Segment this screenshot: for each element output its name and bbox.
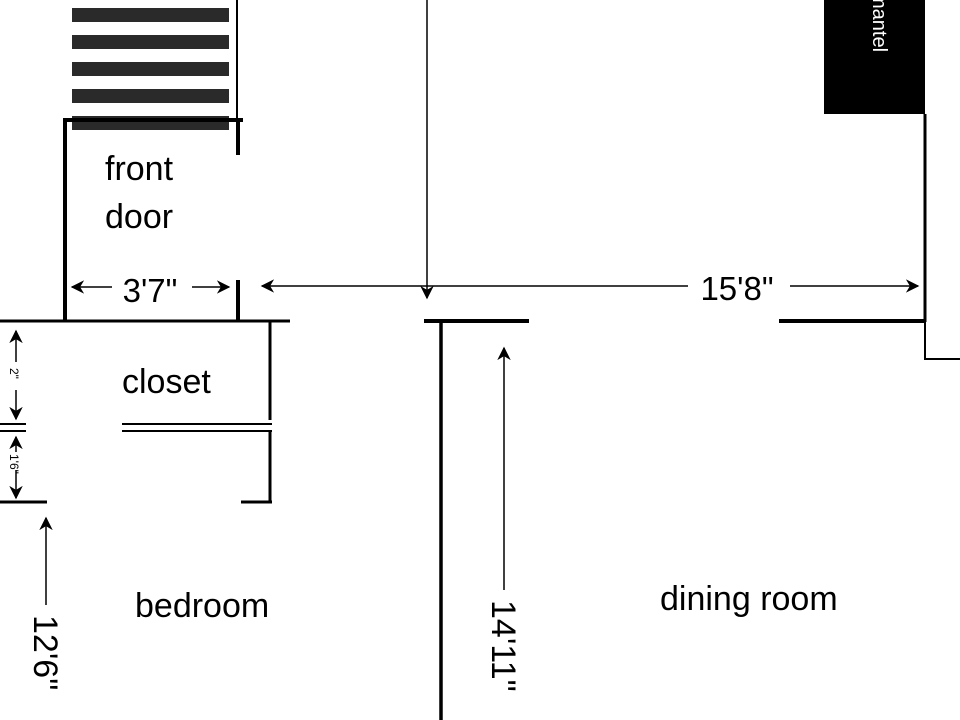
mantel-label: mantel xyxy=(868,0,890,52)
bedroom-depth-label: 12'6" xyxy=(26,615,64,690)
dining-depth-label: 14'11" xyxy=(484,600,522,692)
stairs xyxy=(72,0,238,130)
dimension-closet-small: 2" 1'6" xyxy=(7,329,23,500)
front-door-width-label: 3'7" xyxy=(123,272,178,309)
front-door-walls xyxy=(63,118,243,322)
dimension-bedroom-depth: 12'6" xyxy=(26,516,64,690)
closet-label: closet xyxy=(122,363,211,401)
front-door-label-line2: door xyxy=(105,198,173,236)
dimension-dining-width: 15'8" xyxy=(260,270,920,307)
closet-walls xyxy=(0,322,272,504)
dimension-front-door: 3'7" xyxy=(70,272,231,309)
front-door-label-line1: front xyxy=(105,150,174,188)
right-wall xyxy=(923,114,960,360)
bedroom-label: bedroom xyxy=(135,587,269,625)
dimension-dining-depth: 14'11" xyxy=(484,346,522,692)
dining-width-label: 15'8" xyxy=(700,270,773,307)
closet-small-bottom-label: 1'6" xyxy=(7,454,21,474)
closet-small-top-label: 2" xyxy=(7,368,21,379)
mantel: mantel xyxy=(824,0,925,114)
dining-room-label: dining room xyxy=(660,580,838,618)
